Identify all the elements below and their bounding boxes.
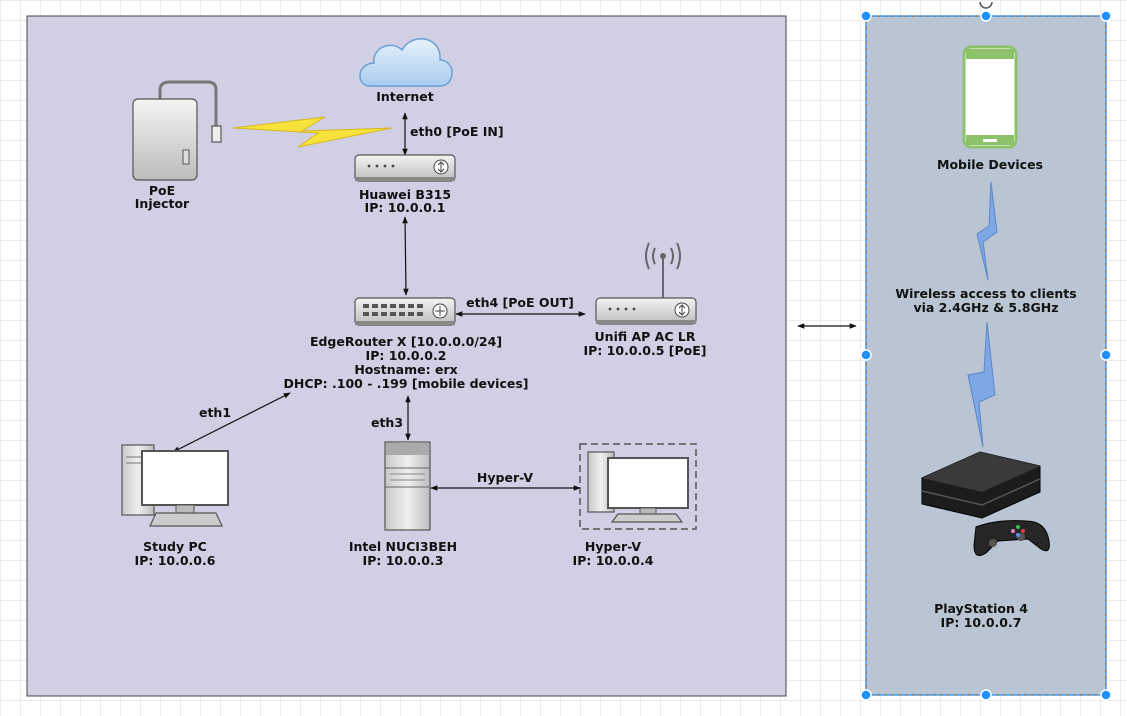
poe-injector-node[interactable]: [132, 80, 222, 181]
edgerouter-hostname: Hostname: erx: [354, 362, 457, 377]
poe-injector-icon: [132, 98, 198, 181]
server-tower-icon: [384, 441, 431, 531]
edge-edgerouter-studypc[interactable]: [172, 392, 291, 453]
edge-huawei-edgerouter[interactable]: [402, 216, 409, 296]
huawei-name: Huawei B315: [359, 187, 451, 202]
intel-nuc-ip: IP: 10.0.0.3: [363, 553, 444, 568]
resize-handle-right[interactable]: [1100, 349, 1112, 361]
poe-cable-plug: [211, 125, 222, 143]
hyperv-name: Hyper-V: [585, 539, 641, 554]
wireless-label-1: Wireless access to clients: [895, 286, 1076, 301]
unifi-ip: IP: 10.0.0.5 [PoE]: [584, 343, 707, 358]
study-pc-ip: IP: 10.0.0.6: [135, 553, 216, 568]
wifi-waves-icon: [645, 242, 681, 270]
huawei-node[interactable]: [354, 154, 456, 182]
virtual-frame: [579, 443, 697, 530]
ps4-name: PlayStation 4: [934, 601, 1028, 616]
edgerouter-ip: IP: 10.0.0.2: [366, 348, 447, 363]
edgerouter-dhcp: DHCP: .100 - .199 [mobile devices]: [283, 376, 528, 391]
hyperv-node[interactable]: [579, 443, 697, 530]
mobile-label: Mobile Devices: [937, 157, 1043, 172]
lightning-ps4-icon: [967, 321, 996, 448]
cloud-icon: [359, 38, 453, 87]
poe-injector-label-2: Injector: [135, 196, 190, 211]
edgerouter-node[interactable]: [354, 297, 456, 326]
eth0-label: eth0 [PoE IN]: [410, 124, 504, 139]
lightning-mobile-icon: [976, 181, 998, 281]
monitor-icon: [607, 457, 689, 509]
gamepad-icon: [973, 520, 1050, 557]
eth4-label: eth4 [PoE OUT]: [466, 295, 574, 310]
selection-handles[interactable]: [860, 10, 1112, 701]
monitor-icon: [141, 450, 229, 506]
keyboard-icon: [610, 513, 684, 523]
lightning-poe-icon: [232, 116, 393, 148]
internet-label: Internet: [376, 89, 434, 104]
resize-handle-left[interactable]: [860, 349, 872, 361]
poe-cable: [158, 80, 218, 126]
resize-handle-top-right[interactable]: [1100, 10, 1112, 22]
ps4-node[interactable]: [921, 451, 1050, 557]
edgerouter-name: EdgeRouter X [10.0.0.0/24]: [310, 334, 502, 349]
huawei-ip: IP: 10.0.0.1: [365, 200, 446, 215]
eth1-label: eth1: [199, 405, 231, 420]
unifi-name: Unifi AP AC LR: [595, 329, 696, 344]
study-pc-name: Study PC: [143, 539, 207, 554]
eth3-label: eth3: [371, 415, 403, 430]
study-pc-node[interactable]: [121, 444, 229, 527]
unifi-node[interactable]: [595, 242, 697, 325]
smartphone-icon: [962, 45, 1018, 149]
resize-handle-top[interactable]: [980, 10, 992, 22]
rotate-handle-icon[interactable]: [979, 1, 993, 9]
hyperv-ip: IP: 10.0.0.4: [573, 553, 654, 568]
poe-injector-label-1: PoE: [149, 183, 175, 198]
ps4-ip: IP: 10.0.0.7: [941, 615, 1022, 630]
intel-nuc-node[interactable]: [384, 441, 431, 531]
resize-handle-bottom-right[interactable]: [1100, 689, 1112, 701]
intel-nuc-name: Intel NUCI3BEH: [349, 539, 457, 554]
keyboard-icon: [149, 512, 223, 527]
resize-handle-bottom[interactable]: [980, 689, 992, 701]
resize-handle-bottom-left[interactable]: [860, 689, 872, 701]
hyperv-edge-label: Hyper-V: [477, 470, 533, 485]
mobile-node[interactable]: [962, 45, 1018, 149]
resize-handle-top-left[interactable]: [860, 10, 872, 22]
internet-node[interactable]: [359, 38, 453, 87]
wireless-label-2: via 2.4GHz & 5.8GHz: [913, 300, 1058, 315]
